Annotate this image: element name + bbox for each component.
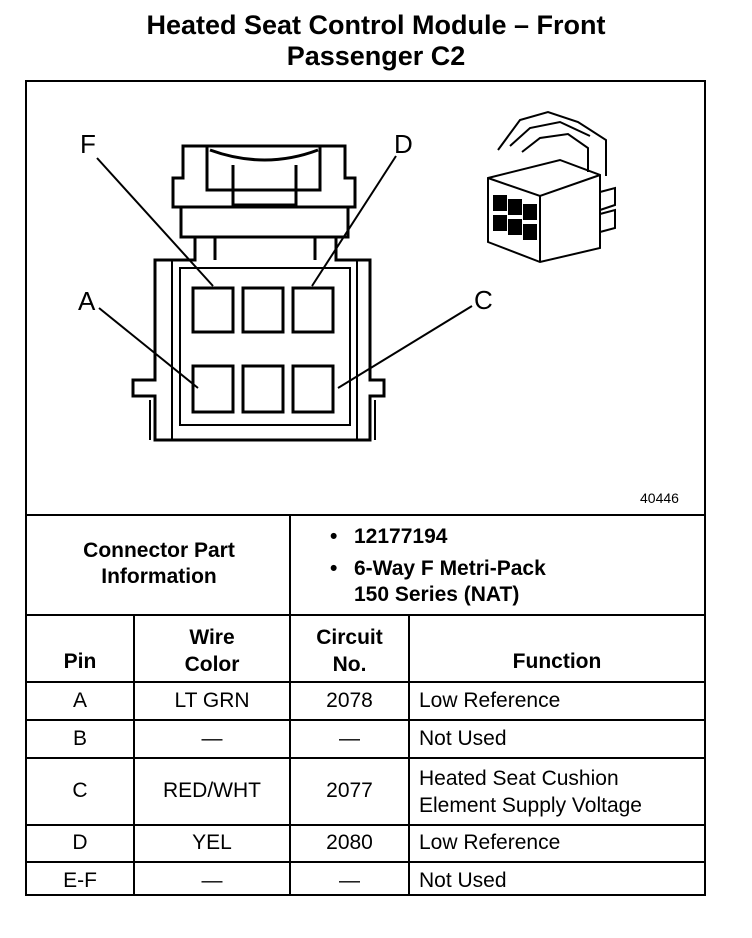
figure-number: 40446 — [640, 490, 679, 506]
row-b-circuit: — — [339, 727, 360, 750]
row-a-pin: A — [72, 689, 87, 712]
connector-type: 6-Way F Metri-Pack — [354, 557, 546, 580]
pin-table-grid — [26, 615, 705, 896]
header-wire-color-line-2: Color — [184, 653, 240, 676]
bullet: • — [330, 525, 338, 548]
callout-c: C — [474, 285, 493, 315]
row-b-function: Not Used — [419, 727, 507, 750]
title-line-1: Heated Seat Control Module – Front — [146, 10, 606, 40]
header-circuit-line-2: No. — [332, 653, 367, 676]
cavity-d — [291, 286, 335, 334]
diagram-frame — [25, 80, 706, 896]
header-pin: Pin — [63, 650, 97, 673]
header-circuit-no: Circuit No. — [290, 624, 409, 678]
header-wire-color: Wire Color — [134, 624, 290, 678]
row-a-function: Low Reference — [419, 689, 561, 712]
header-circuit-line-1: Circuit — [316, 626, 383, 649]
row-c-color: RED/WHT — [163, 779, 261, 802]
row-c-pin: C — [72, 779, 88, 802]
diagram-title: Heated Seat Control Module – Front Passe… — [0, 10, 752, 72]
row-d-color: YEL — [192, 831, 232, 854]
connector-series: 150 Series (NAT) — [354, 583, 520, 606]
callout-a: A — [78, 286, 96, 316]
row-c-function-line-1: Heated Seat Cushion — [419, 767, 619, 790]
row-c-circuit: 2077 — [326, 779, 373, 802]
header-function: Function — [512, 650, 602, 673]
callout-f: F — [80, 129, 96, 159]
row-d-pin: D — [72, 831, 88, 854]
row-d-function: Low Reference — [419, 831, 561, 854]
part-info-label-line-1: Connector Part — [83, 539, 235, 562]
row-ef-color: — — [201, 869, 223, 892]
cavity-c — [291, 364, 335, 414]
title-line-2: Passenger C2 — [286, 41, 466, 71]
row-b-color: — — [201, 727, 223, 750]
cavity-b — [241, 364, 285, 414]
row-c-function-line-2: Element Supply Voltage — [419, 794, 642, 817]
row-a-color: LT GRN — [174, 689, 250, 712]
connector-3d-icon — [487, 110, 616, 264]
connector-part-info-label: Connector Part Information — [28, 538, 290, 590]
row-a-circuit: 2078 — [326, 689, 373, 712]
row-b-pin: B — [72, 727, 87, 750]
part-number: 12177194 — [354, 525, 448, 548]
row-ef-pin: E-F — [63, 869, 97, 892]
bullet: • — [330, 557, 338, 580]
cavity-e — [241, 286, 285, 334]
cavity-f — [191, 286, 235, 334]
callout-leaders — [96, 155, 473, 389]
row-ef-circuit: — — [339, 869, 360, 892]
row-c-function: Heated Seat Cushion Element Supply Volta… — [419, 765, 703, 819]
connector-cavities — [191, 286, 335, 414]
header-wire-color-line-1: Wire — [189, 626, 235, 649]
callout-d: D — [394, 129, 413, 159]
row-ef-function: Not Used — [419, 869, 507, 892]
part-info-label-line-2: Information — [101, 565, 217, 588]
connector-face — [131, 144, 386, 442]
row-d-circuit: 2080 — [326, 831, 373, 854]
cavity-a — [191, 364, 235, 414]
